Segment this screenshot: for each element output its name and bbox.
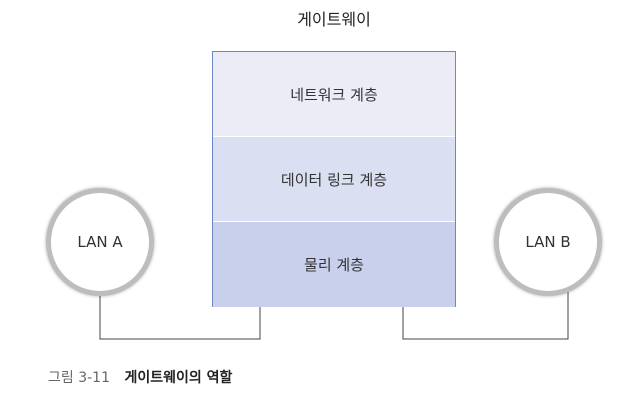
gateway-layer-stack: 네트워크 계층 데이터 링크 계층 물리 계층: [212, 51, 456, 307]
gateway-title: 게이트웨이: [297, 10, 371, 29]
data-link-layer: 데이터 링크 계층: [213, 137, 455, 222]
lan-b-link: [402, 292, 569, 340]
network-layer: 네트워크 계층: [213, 52, 455, 137]
lan-b-node: LAN B: [494, 188, 602, 296]
lan-a-label: LAN A: [77, 233, 123, 251]
figure-number: 그림 3-11: [48, 370, 110, 386]
figure-caption: 그림 3-11 게이트웨이의 역할: [48, 367, 232, 387]
figure-title: 게이트웨이의 역할: [124, 370, 233, 386]
lan-a-link: [99, 292, 261, 340]
physical-layer: 물리 계층: [213, 222, 455, 307]
lan-a-node: LAN A: [46, 188, 154, 296]
lan-b-label: LAN B: [525, 233, 571, 251]
